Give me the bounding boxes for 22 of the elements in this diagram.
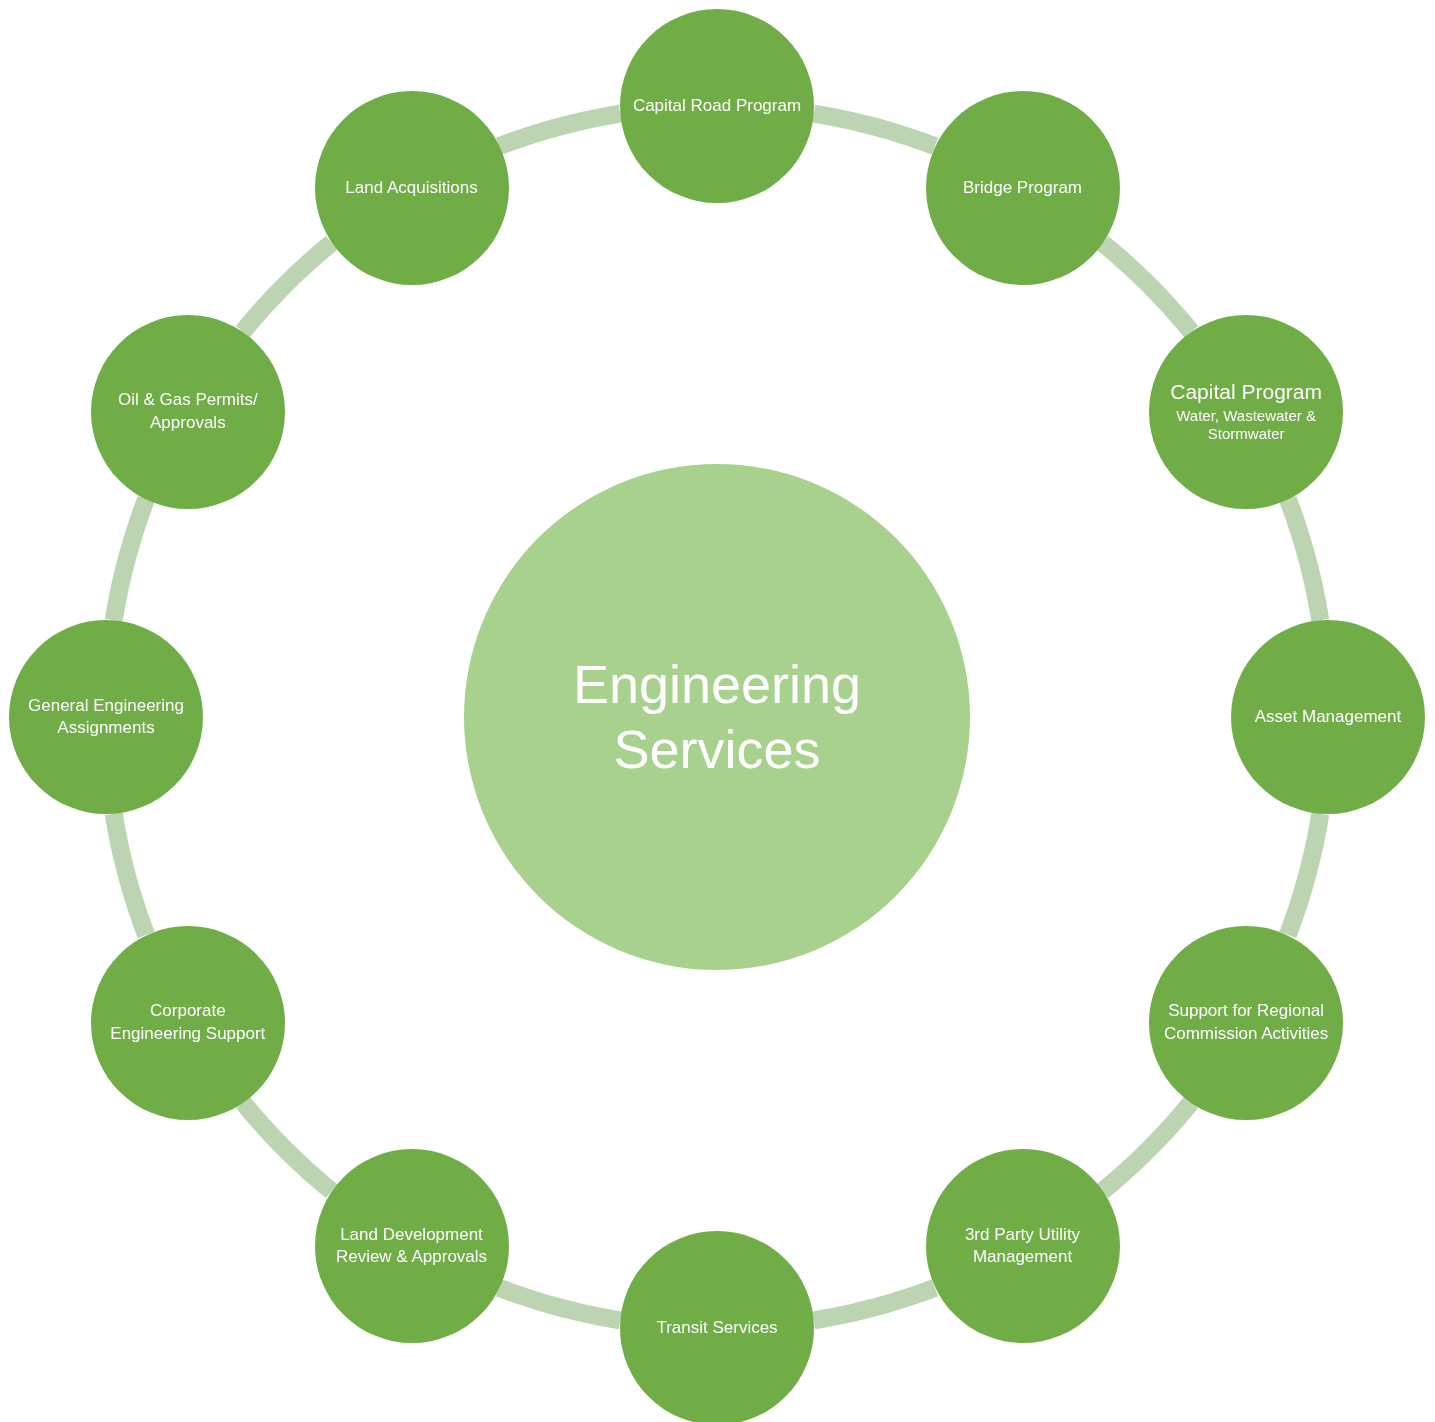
node-label: Land Development Review & Approvals — [334, 1224, 489, 1269]
node-label: General Engineering Assignments — [27, 694, 185, 739]
connector-arc — [1279, 495, 1330, 624]
node-heading: Capital Program — [1170, 379, 1322, 404]
node-label: Oil & Gas Permits/ Approvals — [116, 389, 259, 434]
connector-arc — [1096, 235, 1199, 338]
node-label: Water, Wastewater & Stormwater — [1175, 407, 1317, 444]
connector-arc — [1279, 810, 1330, 939]
node-label: Capital Road Program — [632, 94, 802, 117]
node-label: Support for Regional Commission Activities — [1162, 1000, 1330, 1045]
node-label: Transit Services — [656, 1316, 778, 1339]
node-label: Asset Management — [1254, 705, 1402, 728]
node-label: Corporate Engineering Support — [109, 1000, 267, 1045]
node-label: Bridge Program — [962, 176, 1083, 199]
node-label: 3rd Party Utility Management — [963, 1224, 1082, 1269]
connector-arc — [104, 810, 155, 939]
node-label: Engineering Services — [571, 653, 863, 781]
connector-arc — [104, 495, 155, 624]
node-label: Land Acquisitions — [345, 176, 478, 199]
connector-arc — [1096, 1096, 1199, 1199]
connector-arc — [235, 1096, 338, 1199]
connector-arc — [235, 235, 338, 338]
